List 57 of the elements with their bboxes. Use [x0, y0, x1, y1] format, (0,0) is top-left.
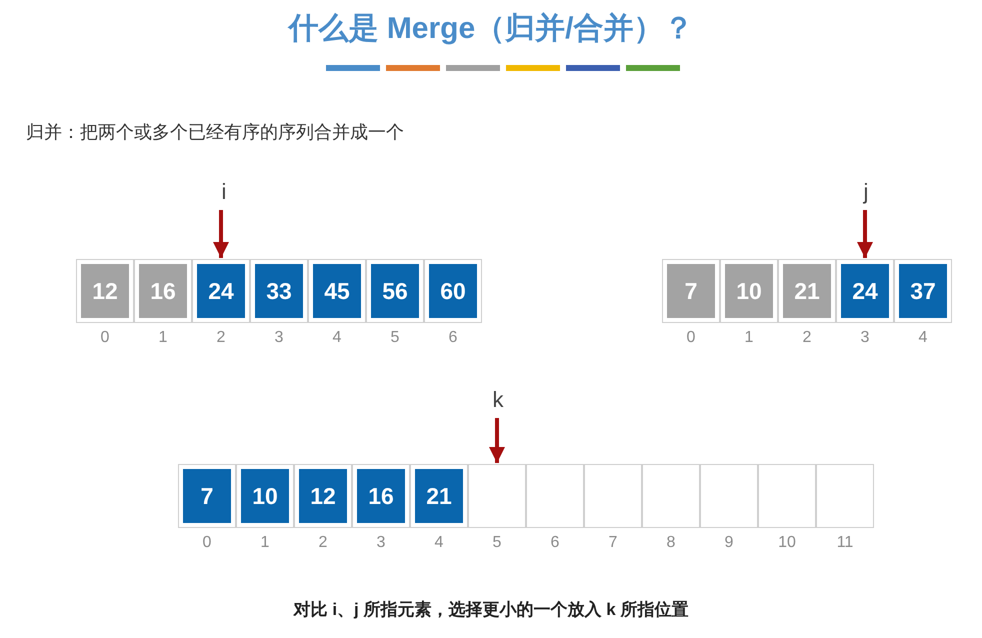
index-number: 9	[724, 534, 734, 552]
index-number: 11	[836, 534, 854, 552]
empty-array-cell	[816, 464, 874, 528]
index-number: 6	[550, 534, 560, 552]
pointer-label: k	[488, 388, 508, 412]
index-number: 8	[666, 534, 676, 552]
index-number: 1	[744, 329, 754, 347]
empty-array-cell	[700, 464, 758, 528]
empty-array-cell	[584, 464, 642, 528]
array-cell: 56	[366, 259, 424, 323]
caption: 对比 i、j 所指元素，选择更小的一个放入 k 所指位置	[292, 599, 690, 621]
empty-array-cell	[642, 464, 700, 528]
index-number: 0	[100, 329, 110, 347]
index-number: 7	[608, 534, 618, 552]
index-number: 0	[686, 329, 696, 347]
empty-array-cell	[758, 464, 816, 528]
array-cell: 21	[410, 464, 468, 528]
index-number: 2	[216, 329, 226, 347]
array-cell: 7	[662, 259, 720, 323]
pointer-arrow	[213, 210, 229, 258]
array-cell: 10	[720, 259, 778, 323]
empty-array-cell	[526, 464, 584, 528]
index-number: 3	[376, 534, 386, 552]
index-number: 1	[158, 329, 168, 347]
pointer-arrow	[489, 418, 505, 463]
array-cell: 60	[424, 259, 482, 323]
array-cell: 33	[250, 259, 308, 323]
index-number: 1	[260, 534, 270, 552]
pointer-arrow	[857, 210, 873, 258]
array-cell: 24	[836, 259, 894, 323]
index-number: 4	[332, 329, 342, 347]
array-cell: 16	[352, 464, 410, 528]
array-cell: 21	[778, 259, 836, 323]
index-number: 5	[390, 329, 400, 347]
index-number: 4	[918, 329, 928, 347]
index-number: 2	[802, 329, 812, 347]
array-cell: 45	[308, 259, 366, 323]
index-number: 0	[202, 534, 212, 552]
array-cell: 16	[134, 259, 192, 323]
array-cell: 12	[294, 464, 352, 528]
index-number: 10	[777, 534, 797, 552]
index-number: 3	[274, 329, 284, 347]
index-number: 3	[860, 329, 870, 347]
array-cell: 7	[178, 464, 236, 528]
pointer-label: i	[214, 180, 234, 204]
definition-text: 归并：把两个或多个已经有序的序列合并成一个	[26, 121, 404, 144]
pointer-label: j	[856, 180, 876, 204]
index-number: 4	[434, 534, 444, 552]
index-number: 2	[318, 534, 328, 552]
empty-array-cell	[468, 464, 526, 528]
array-cell: 10	[236, 464, 294, 528]
title: 什么是 Merge（归并/合并）？	[286, 11, 695, 47]
array-cell: 37	[894, 259, 952, 323]
array-cell: 24	[192, 259, 250, 323]
index-number: 6	[448, 329, 458, 347]
index-number: 5	[492, 534, 502, 552]
array-cell: 12	[76, 259, 134, 323]
